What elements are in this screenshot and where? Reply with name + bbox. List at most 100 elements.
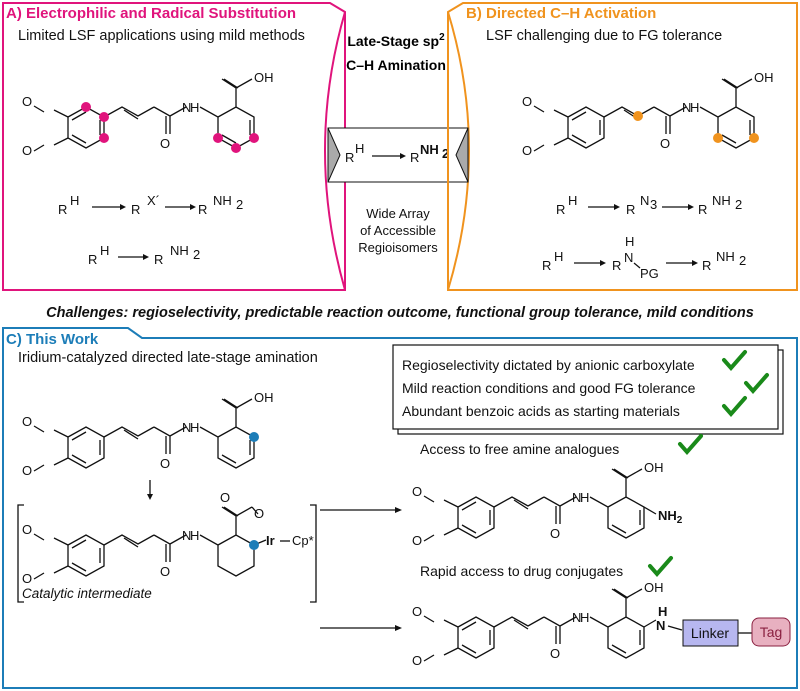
panel-c-subtitle: Iridium-catalyzed directed late-stage am… <box>18 350 318 366</box>
tag-box <box>751 617 791 647</box>
benefit-item: Regioselectivity dictated by anionic car… <box>402 357 695 373</box>
svg-text:O: O <box>412 604 422 619</box>
svg-text:R: R <box>556 202 565 217</box>
svg-text:H: H <box>690 100 699 115</box>
svg-text:2: 2 <box>193 247 200 262</box>
svg-text:H: H <box>190 420 199 435</box>
benefits-box: Regioselectivity dictated by anionic car… <box>392 344 784 435</box>
svg-text:O: O <box>22 463 32 478</box>
svg-text:R: R <box>702 258 711 273</box>
panel-a-scheme-1: R H R X´ R NH 2 <box>58 193 243 217</box>
svg-text:R: R <box>88 252 97 267</box>
svg-text:O: O <box>412 533 422 548</box>
svg-text:2: 2 <box>442 146 449 161</box>
svg-text:R: R <box>58 202 67 217</box>
svg-text:H: H <box>190 528 199 543</box>
svg-text:O: O <box>522 143 532 158</box>
linker-box <box>682 619 739 647</box>
panel-a-title: A) Electrophilic and Radical Substitutio… <box>6 5 296 22</box>
reactive-site-dot <box>99 133 109 143</box>
panel-a-subtitle: Limited LSF applications using mild meth… <box>18 28 305 44</box>
panel-a: A) Electrophilic and Radical Substitutio… <box>2 1 346 291</box>
svg-text:H: H <box>70 193 79 208</box>
svg-text:O: O <box>22 94 32 109</box>
svg-text:O: O <box>160 564 170 579</box>
svg-text:H: H <box>554 249 563 264</box>
checkmark-icon <box>744 373 769 395</box>
benefit-item: Abundant benzoic acids as starting mater… <box>402 403 680 419</box>
reactive-site-dot <box>749 133 759 143</box>
svg-text:R: R <box>698 202 707 217</box>
cp-star-label: Cp* <box>292 533 314 548</box>
svg-text:H: H <box>580 490 589 505</box>
center-scheme: R H R NH 2 <box>327 127 469 183</box>
panel-c: C) This Work Iridium-catalyzed directed … <box>2 327 798 689</box>
svg-text:PG: PG <box>640 266 659 281</box>
svg-text:NH: NH <box>712 193 731 208</box>
svg-text:O: O <box>22 143 32 158</box>
panel-center: Late-Stage sp2 C–H Amination R H R NH 2 … <box>324 11 470 291</box>
panel-b-scheme-2: R H R N H PG R NH 2 <box>542 234 746 281</box>
svg-text:NH: NH <box>213 193 232 208</box>
svg-text:O: O <box>160 456 170 471</box>
reactive-site-dot <box>231 143 241 153</box>
svg-text:N: N <box>182 528 191 543</box>
svg-text:R: R <box>345 150 354 165</box>
center-title-line2: C–H Amination <box>346 57 446 73</box>
svg-text:N: N <box>572 610 581 625</box>
svg-text:O: O <box>22 571 32 586</box>
svg-text:R: R <box>612 258 621 273</box>
svg-text:N: N <box>640 193 649 208</box>
svg-text:O: O <box>254 506 264 521</box>
svg-text:N: N <box>682 100 691 115</box>
center-caption-line3: Regioisomers <box>358 240 438 255</box>
panel-c-border <box>2 327 798 689</box>
catalytic-intermediate: O O O NH O O Ir Cp* Catalytic intermedia… <box>17 490 317 603</box>
panel-b-title: B) Directed C–H Activation <box>466 5 656 22</box>
checkmark-icon <box>648 556 673 578</box>
rapid-access-text: Rapid access to drug conjugates <box>420 563 623 579</box>
checkmark-icon <box>722 396 747 418</box>
svg-text:R: R <box>626 202 635 217</box>
center-title-line1: Late-Stage sp2 <box>347 32 445 49</box>
tag-label: Tag <box>760 624 783 640</box>
reactive-site-dot <box>213 133 223 143</box>
svg-text:H: H <box>100 243 109 258</box>
checkmark-icon <box>678 434 703 456</box>
reactive-site-dot <box>249 133 259 143</box>
svg-text:H: H <box>658 604 667 619</box>
svg-text:N: N <box>182 420 191 435</box>
svg-text:O: O <box>22 414 32 429</box>
svg-text:O: O <box>522 94 532 109</box>
benefit-item: Mild reaction conditions and good FG tol… <box>402 380 696 396</box>
svg-text:N: N <box>656 618 665 633</box>
svg-text:OH: OH <box>254 70 274 85</box>
svg-text:OH: OH <box>754 70 774 85</box>
svg-text:OH: OH <box>254 390 274 405</box>
svg-text:2: 2 <box>735 197 742 212</box>
panel-c-title: C) This Work <box>6 331 99 348</box>
panel-b-scheme-1: R H R N 3 R NH 2 <box>556 193 742 217</box>
svg-text:N: N <box>572 490 581 505</box>
panel-a-scheme-2: R H R NH 2 <box>88 243 200 267</box>
svg-text:2: 2 <box>236 197 243 212</box>
challenges-statement: Challenges: regioselectivity, predictabl… <box>46 305 754 321</box>
panel-a-molecule: O O O NH OH <box>22 70 274 158</box>
center-caption-line2: of Accessible <box>360 223 436 238</box>
svg-text:H: H <box>580 610 589 625</box>
svg-text:X´: X´ <box>147 193 160 208</box>
reactive-site-dot <box>99 112 109 122</box>
reactive-site-dot <box>81 102 91 112</box>
access-free-amine-text: Access to free amine analogues <box>420 441 619 457</box>
svg-text:2: 2 <box>739 253 746 268</box>
panel-b-molecule: O O O NH OH <box>522 70 774 158</box>
reactive-site-dot <box>633 111 643 121</box>
svg-text:O: O <box>412 653 422 668</box>
panel-b-subtitle: LSF challenging due to FG tolerance <box>486 28 722 44</box>
svg-text:O: O <box>660 136 670 151</box>
svg-text:R: R <box>131 202 140 217</box>
svg-text:R: R <box>410 150 419 165</box>
svg-text:R: R <box>154 252 163 267</box>
free-amine-molecule: O O O NH OH NH2 <box>412 460 683 548</box>
svg-text:N: N <box>624 250 633 265</box>
